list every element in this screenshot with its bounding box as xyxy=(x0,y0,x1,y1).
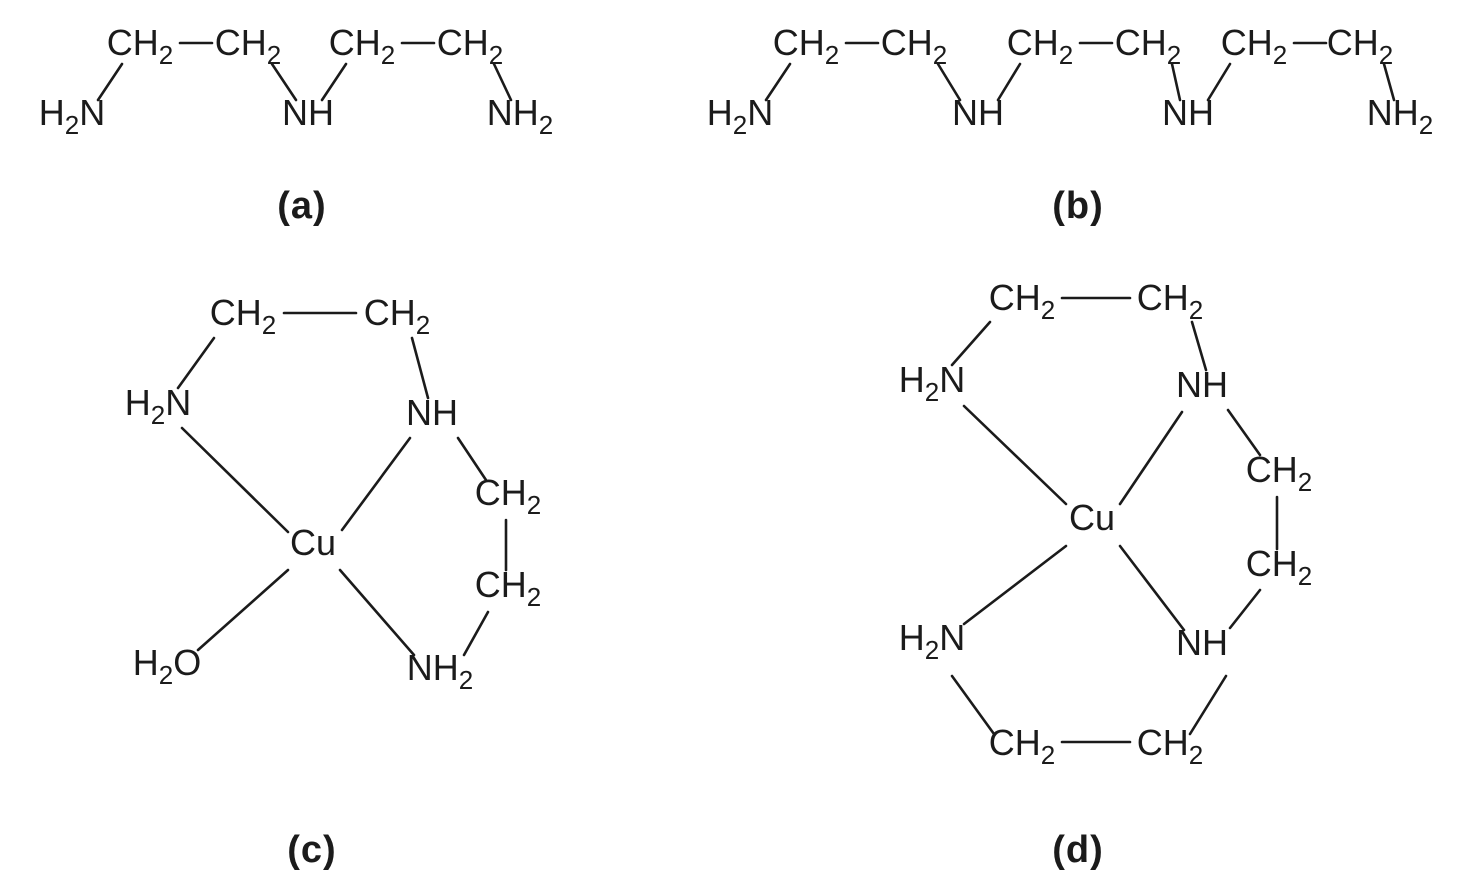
atom-ch2: CH2 xyxy=(329,22,395,70)
atom-nh: NH xyxy=(952,92,1004,133)
bond-cn xyxy=(1228,588,1262,630)
bond-n-cu xyxy=(340,436,412,532)
bond-nc xyxy=(456,436,488,482)
atom-h2o: H2O xyxy=(133,642,201,690)
bond-cu-n xyxy=(1118,544,1186,632)
structure-d: CH2 CH2 H2N NH CH2 Cu CH2 H2N NH CH2 CH2… xyxy=(899,277,1312,871)
bond-nc xyxy=(950,674,996,736)
atom-nh2: NH2 xyxy=(407,647,473,695)
bond-cu-n xyxy=(962,404,1068,506)
atom-h2n: H2N xyxy=(899,617,965,665)
atom-ch2: CH2 xyxy=(475,564,541,612)
bond-cn xyxy=(462,610,490,657)
atom-nh2: NH2 xyxy=(1367,92,1433,140)
bond-cn xyxy=(410,336,430,400)
atom-ch2: CH2 xyxy=(989,722,1055,770)
bond-cu-n xyxy=(1118,410,1184,506)
atom-ch2: CH2 xyxy=(215,22,281,70)
atom-ch2: CH2 xyxy=(437,22,503,70)
bond-cn xyxy=(1170,62,1182,102)
atom-nh: NH xyxy=(1176,622,1228,663)
bond-cn xyxy=(1190,320,1208,372)
atom-ch2: CH2 xyxy=(1246,543,1312,591)
bond-nc xyxy=(176,336,216,390)
atom-ch2: CH2 xyxy=(1246,449,1312,497)
atom-h2n: H2N xyxy=(707,92,773,140)
atom-ch2: CH2 xyxy=(1115,22,1181,70)
bond-nc xyxy=(764,62,792,102)
bond-nc xyxy=(1206,62,1232,102)
atom-ch2: CH2 xyxy=(1221,22,1287,70)
bond-nc xyxy=(1188,674,1228,736)
bond-nc xyxy=(950,320,992,367)
atom-cu: Cu xyxy=(290,522,336,563)
bond-cn xyxy=(1382,62,1396,102)
structure-c: CH2 CH2 H2N NH Cu CH2 CH2 H2O NH2 (c) xyxy=(125,292,541,871)
atom-h2n: H2N xyxy=(125,382,191,430)
atom-ch2: CH2 xyxy=(1327,22,1393,70)
atom-ch2: CH2 xyxy=(1007,22,1073,70)
atom-nh: NH xyxy=(1176,364,1228,405)
bond-cu-n xyxy=(962,544,1068,626)
caption-d: (d) xyxy=(1052,829,1104,871)
atom-cu: Cu xyxy=(1069,497,1115,538)
atom-h2n: H2N xyxy=(899,359,965,407)
atom-ch2: CH2 xyxy=(475,472,541,520)
atom-h2n: H2N xyxy=(39,92,105,140)
atom-ch2: CH2 xyxy=(881,22,947,70)
atom-ch2: CH2 xyxy=(1137,277,1203,325)
caption-b: (b) xyxy=(1052,185,1104,227)
bond-cn xyxy=(492,62,513,102)
caption-c: (c) xyxy=(287,829,336,871)
bond-cu-n xyxy=(338,568,416,657)
structure-a: CH2 CH2 CH2 CH2 H2N NH NH2 (a) xyxy=(39,22,553,227)
bond-nc xyxy=(96,62,124,102)
atom-ch2: CH2 xyxy=(1137,722,1203,770)
caption-a: (a) xyxy=(277,185,326,227)
bond-nc xyxy=(996,62,1022,102)
atom-nh: NH xyxy=(282,92,334,133)
bond-cn xyxy=(270,62,298,102)
structure-b: CH2 CH2 CH2 CH2 CH2 CH2 H2N NH NH NH2 (b… xyxy=(707,22,1433,227)
atom-nh: NH xyxy=(406,392,458,433)
bond-nc xyxy=(1226,408,1262,457)
atom-ch2: CH2 xyxy=(364,292,430,340)
bond-cn xyxy=(936,62,962,102)
atom-ch2: CH2 xyxy=(773,22,839,70)
atom-nh: NH xyxy=(1162,92,1214,133)
bond-cu-o xyxy=(196,568,290,652)
atom-ch2: CH2 xyxy=(989,277,1055,325)
atom-ch2: CH2 xyxy=(210,292,276,340)
atom-ch2: CH2 xyxy=(107,22,173,70)
bond-n-cu xyxy=(180,426,290,534)
atom-nh2: NH2 xyxy=(487,92,553,140)
bond-nc xyxy=(320,62,348,102)
